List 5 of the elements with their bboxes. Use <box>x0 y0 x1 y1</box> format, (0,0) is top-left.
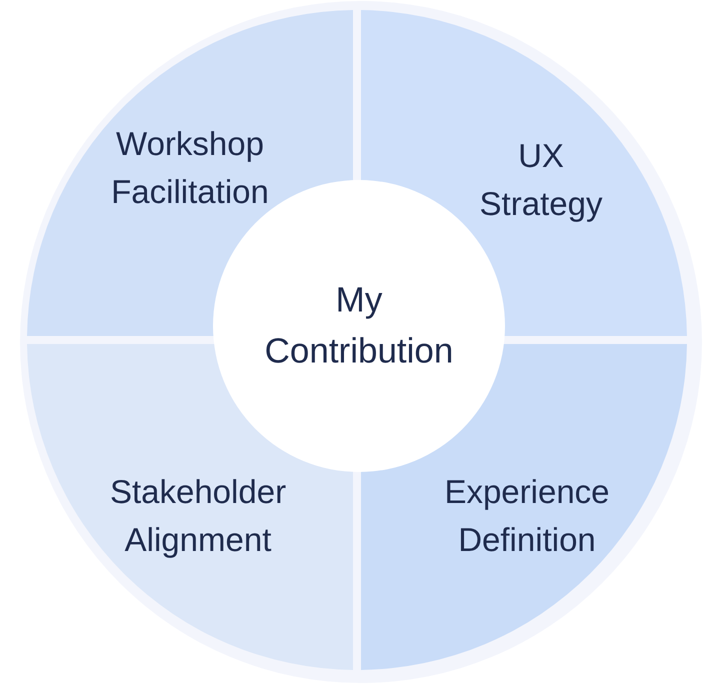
segment-label: UX Strategy <box>478 136 604 224</box>
center-title: My Contribution <box>264 279 454 372</box>
segment-label: Stakeholder Alignment <box>108 472 288 560</box>
segment-label: Experience Definition <box>443 472 611 560</box>
segment-label: Workshop Facilitation <box>110 124 270 212</box>
